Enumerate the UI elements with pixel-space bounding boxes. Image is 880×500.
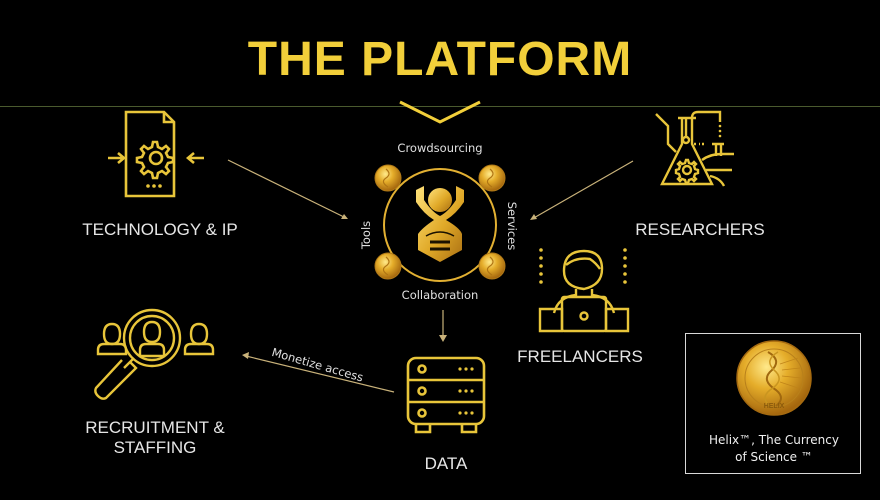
edge-data-to-recruitment xyxy=(245,355,395,393)
arrowhead xyxy=(341,214,348,219)
researchers-label: RESEARCHERS xyxy=(635,220,765,239)
person-laptop-icon xyxy=(538,248,630,333)
data-label: DATA xyxy=(424,454,468,473)
helix-coin-icon xyxy=(374,252,402,280)
flask-gear-icon xyxy=(655,110,734,187)
freelancers-label: FREELANCERS xyxy=(517,347,643,366)
edge-researchers-to-center xyxy=(531,160,634,220)
edge-technology-to-center xyxy=(227,159,347,219)
helix-coin-icon: HELIX xyxy=(736,340,812,416)
helix-coin-icon xyxy=(374,164,402,192)
recruitment-label-line2: STAFFING xyxy=(113,438,197,457)
collaboration-label: Collaboration xyxy=(401,288,479,302)
server-icon xyxy=(406,356,486,434)
page-title: THE PLATFORM xyxy=(247,33,633,86)
hub-ring xyxy=(383,168,497,282)
platform-logo-icon xyxy=(416,186,464,262)
chevron-down-icon xyxy=(399,100,481,124)
magnifier-people-icon xyxy=(94,308,215,400)
helix-coin-icon xyxy=(478,164,506,192)
helix-coin-icon xyxy=(478,252,506,280)
technology-label: TECHNOLOGY & IP xyxy=(82,220,238,239)
arrowhead xyxy=(439,335,447,342)
crowdsourcing-label: Crowdsourcing xyxy=(397,141,483,155)
arrowhead xyxy=(242,352,249,359)
header-divider xyxy=(0,106,880,107)
helix-caption-line1: Helix™, The Currency xyxy=(708,433,839,447)
helix-card: HELIX Helix™, The Currency of Science ™ xyxy=(685,333,861,474)
arrowhead xyxy=(530,214,537,220)
coin-text: HELIX xyxy=(764,403,785,410)
platform-hub xyxy=(374,164,506,282)
helix-caption-line2: of Science ™ xyxy=(735,450,813,464)
helix-caption: Helix™, The Currency of Science ™ xyxy=(686,432,862,466)
document-gear-icon xyxy=(108,110,204,198)
recruitment-label-line1: RECRUITMENT & xyxy=(85,418,225,437)
